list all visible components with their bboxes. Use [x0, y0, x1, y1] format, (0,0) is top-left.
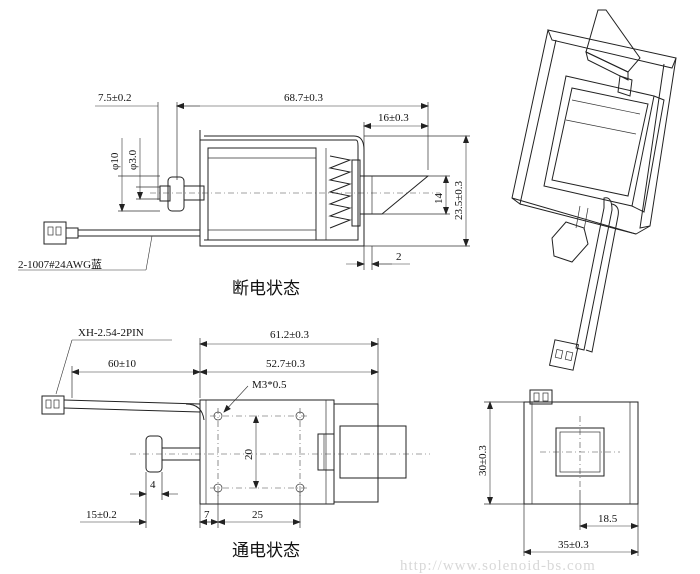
dim-23-5: 23.5±0.3	[453, 180, 465, 220]
screw-label: M3*0.5	[252, 379, 287, 391]
dim-phi-3: φ3.0	[127, 149, 139, 170]
dim-15: 15±0.2	[86, 509, 117, 521]
dim-30: 30±0.3	[477, 445, 489, 476]
top-view	[18, 102, 470, 271]
dim-7: 7	[204, 509, 210, 521]
dim-18-5: 18.5	[598, 513, 618, 525]
dim-68-7: 68.7±0.3	[284, 92, 324, 104]
dim-phi-10: φ10	[109, 152, 121, 170]
dim-60: 60±10	[108, 358, 137, 370]
dim-20: 20	[243, 449, 255, 461]
end-view	[484, 389, 639, 556]
dim-4: 4	[150, 479, 156, 491]
watermark: http://www.solenoid-bs.com	[400, 558, 596, 574]
bottom-view	[41, 338, 430, 528]
dim-14: 14	[433, 193, 445, 205]
dim-16: 16±0.3	[378, 112, 409, 124]
isometric-view	[511, 9, 677, 371]
dim-25: 25	[252, 509, 264, 521]
caption-off-state: 断电状态	[232, 279, 300, 299]
caption-on-state: 通电状态	[232, 541, 300, 561]
connector-label: XH-2.54-2PIN	[78, 327, 144, 339]
dim-35: 35±0.3	[558, 539, 589, 551]
wire-label: 2-1007#24AWG蓝	[18, 258, 102, 271]
dim-7-5: 7.5±0.2	[98, 92, 132, 104]
dim-52-7: 52.7±0.3	[266, 358, 306, 370]
dim-2: 2	[396, 251, 402, 263]
dim-61-2: 61.2±0.3	[270, 329, 310, 341]
